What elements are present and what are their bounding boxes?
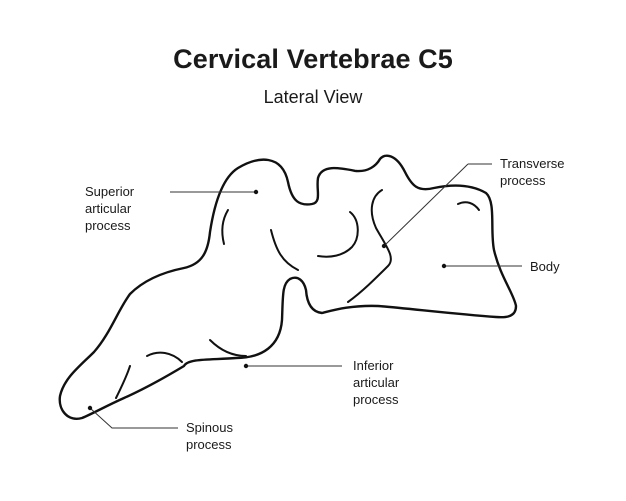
neck-detail	[146, 351, 183, 363]
leader-spinous	[89, 407, 178, 429]
inferior-articular-detail	[209, 339, 247, 357]
dot-superior-articular	[253, 189, 259, 195]
leader-transverse	[383, 163, 469, 247]
superior-articular-detail	[221, 209, 229, 245]
dot-spinous	[87, 405, 93, 411]
vertebra-outline	[58, 154, 518, 420]
label-inferior-articular: Inferior articular process	[353, 358, 400, 407]
transverse-detail	[317, 211, 359, 258]
dot-inferior-articular	[243, 363, 249, 369]
label-spinous: Spinous process	[186, 420, 233, 452]
spinous-detail	[115, 365, 131, 399]
label-body: Body	[530, 259, 560, 274]
body-inner-outline	[347, 189, 392, 303]
dot-body	[441, 263, 447, 269]
label-superior-articular: Superior articular process	[85, 184, 135, 233]
page-title: Cervical Vertebrae C5	[173, 44, 453, 74]
page-subtitle: Lateral View	[263, 87, 363, 107]
body-top-detail	[457, 201, 480, 211]
upper-notch-detail	[270, 229, 299, 271]
label-transverse: Transverse process	[500, 156, 565, 188]
dot-transverse	[381, 243, 387, 249]
